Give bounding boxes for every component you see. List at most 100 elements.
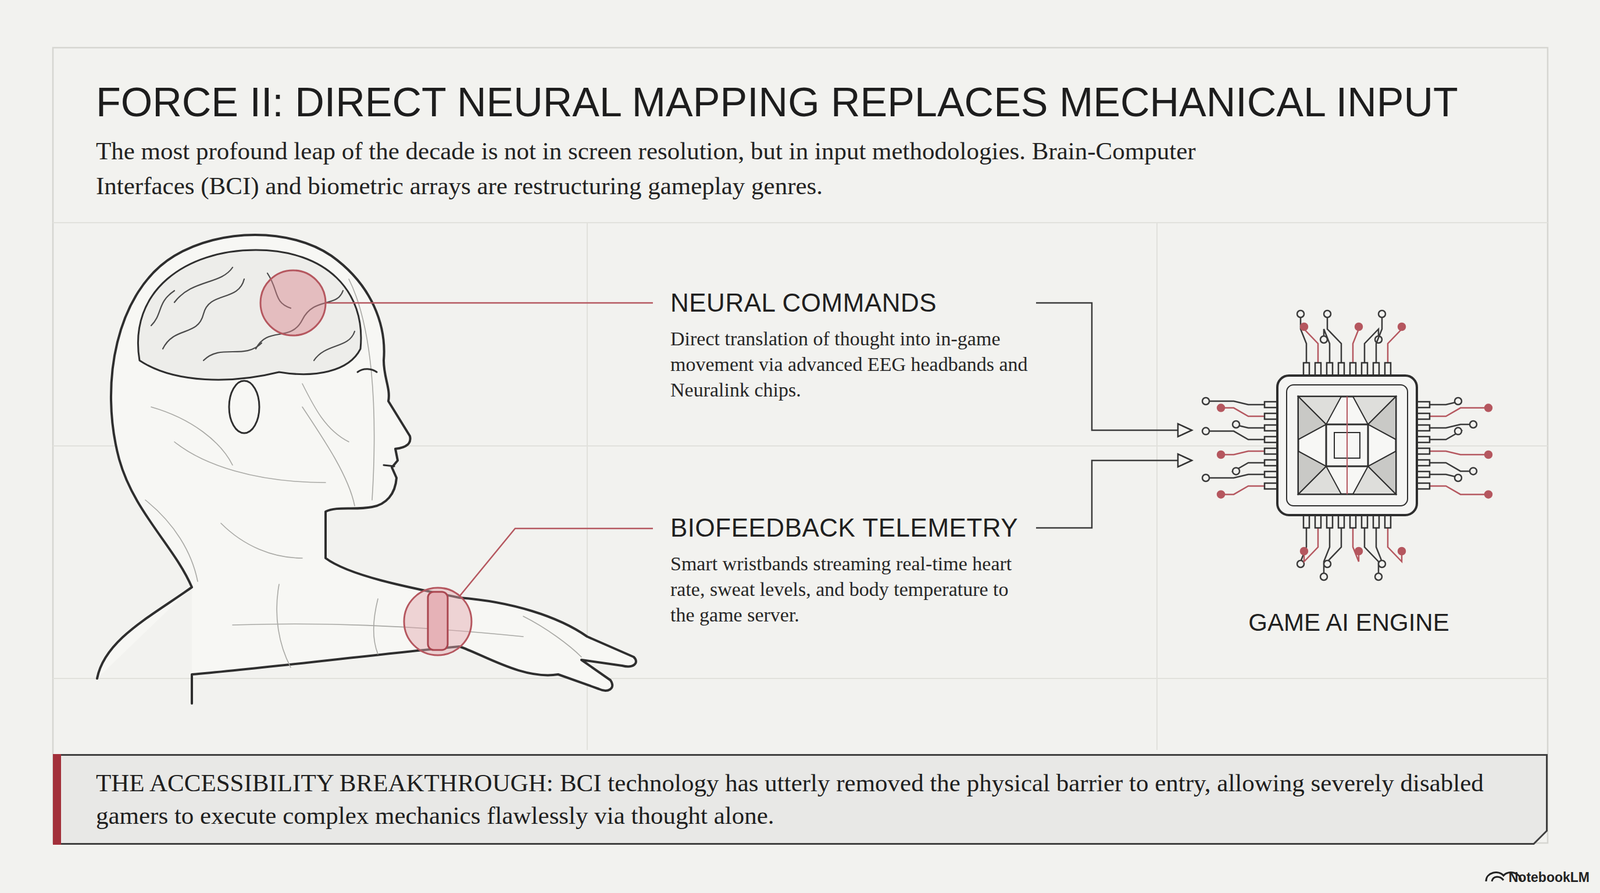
trace-pad [1398, 547, 1406, 555]
trace [1327, 526, 1342, 564]
callout-heading: NEURAL COMMANDS [670, 287, 1028, 319]
wireframe [523, 616, 582, 657]
wireframe [220, 523, 303, 559]
wireframe [145, 500, 198, 582]
chip-traces [1202, 310, 1492, 581]
trace [1300, 313, 1307, 364]
callout-band: THE ACCESSIBILITY BREAKTHROUGH:BCI techn… [52, 754, 1548, 845]
ear [229, 380, 260, 434]
trace-pad [1469, 467, 1477, 475]
brain-folds [162, 279, 245, 349]
trace [1428, 462, 1474, 471]
trace [1304, 526, 1319, 562]
trace [1387, 526, 1402, 562]
trace-pad [1484, 404, 1492, 412]
trace-pad [1378, 310, 1386, 318]
trace-pad [1375, 573, 1382, 581]
trace [1376, 526, 1382, 564]
trace-pad [1300, 547, 1308, 555]
trace-pad [1454, 427, 1462, 435]
grid [52, 47, 1548, 844]
trace-pad [1232, 467, 1240, 475]
diagram-title: FORCE II: DIRECT NEURAL MAPPING REPLACES… [95, 81, 1459, 124]
watermark: NotebookLM [1508, 869, 1590, 885]
trace-pad [1217, 404, 1225, 412]
chip-die [1298, 396, 1396, 495]
mouth [383, 465, 395, 467]
band-heading: THE ACCESSIBILITY BREAKTHROUGH: [95, 769, 554, 797]
trace-pad [1320, 336, 1328, 344]
head-arm-illustration [97, 234, 637, 704]
eye [357, 369, 377, 373]
brain [137, 250, 362, 380]
callout-heading: BIOFEEDBACK TELEMETRY [670, 512, 1028, 544]
brain-folds [151, 290, 175, 326]
trace [1428, 451, 1489, 455]
connector-arrow [1036, 460, 1192, 528]
trace-pad [1454, 397, 1462, 405]
watermark-icon [1491, 876, 1504, 882]
wireframe [174, 441, 326, 483]
trace-pad [1484, 451, 1492, 459]
trace-pad [1378, 560, 1386, 568]
grid [52, 47, 1548, 844]
trace [1220, 451, 1266, 455]
trace [1428, 408, 1489, 417]
trace-pad [1300, 323, 1308, 331]
trace [1205, 474, 1266, 478]
chip-label: GAME AI ENGINE [1191, 608, 1506, 638]
wireframe [276, 584, 291, 668]
chip-line [1346, 396, 1348, 495]
trace-pad [1323, 310, 1331, 318]
brain-folds [203, 343, 262, 361]
trace [1205, 401, 1266, 405]
trace-pad [1323, 560, 1331, 568]
chip-label-holder: GAME AI ENGINE [1191, 290, 1506, 638]
band-accent [52, 754, 62, 845]
trace-pad [1217, 490, 1225, 498]
chip-body [1277, 375, 1417, 516]
band-outline [52, 754, 1548, 845]
trace [1428, 424, 1474, 428]
leader-lines [325, 302, 653, 597]
trace-pad [1202, 427, 1210, 435]
brain-folds [313, 331, 355, 361]
wireframe [232, 623, 524, 637]
band-shape [54, 755, 1548, 845]
trace-pad [1355, 547, 1363, 555]
trace [1304, 326, 1319, 364]
chip-pins [1264, 362, 1430, 528]
trace-pad [1320, 573, 1328, 581]
trace-pad [1398, 323, 1406, 331]
callout-body: Smart wristbands streaming real-time hea… [670, 551, 1028, 628]
trace-pad [1297, 310, 1305, 318]
trace-pad [1454, 474, 1462, 482]
trace [1376, 313, 1382, 364]
chip-rim [1286, 384, 1408, 506]
trace [1352, 526, 1359, 562]
leader-lines [459, 528, 653, 597]
brain-folds [174, 267, 233, 303]
trace-pad [1232, 420, 1240, 428]
wrist-highlight [404, 587, 472, 656]
body-outline [97, 234, 637, 704]
leader-lines [325, 302, 653, 305]
grid [1156, 222, 1158, 750]
chip-facet [1368, 451, 1396, 495]
trace [1205, 431, 1266, 440]
trace [1323, 526, 1330, 577]
trace [1352, 326, 1359, 364]
callout-body: Direct translation of thought into in-ga… [670, 326, 1028, 403]
callout-node: BIOFEEDBACK TELEMETRY Smart wristbands st… [670, 512, 1028, 628]
trace-pad [1355, 323, 1363, 331]
trace-pad [1469, 420, 1477, 428]
connector-arrow [1036, 302, 1192, 431]
wristband [427, 591, 448, 650]
wireframe [302, 383, 349, 442]
trace [1428, 486, 1489, 495]
callout-node: NEURAL COMMANDS Direct translation of tho… [670, 287, 1028, 403]
trace [1220, 486, 1266, 495]
chip-facet [1368, 396, 1396, 440]
trace-pad [1202, 474, 1210, 482]
chip-facet [1298, 396, 1327, 440]
